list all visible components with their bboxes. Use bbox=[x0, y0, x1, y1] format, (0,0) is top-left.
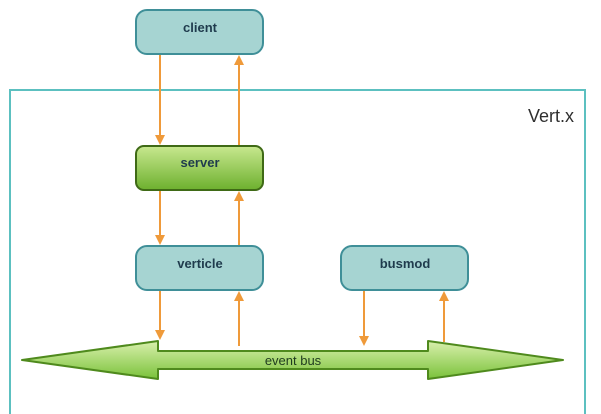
vertx-container bbox=[9, 89, 586, 414]
event-bus-label: event bus bbox=[265, 353, 322, 368]
server-label: server bbox=[180, 155, 219, 170]
client-label: client bbox=[183, 20, 218, 35]
event-bus bbox=[21, 340, 564, 380]
busmod-label: busmod bbox=[380, 256, 431, 271]
client-node: client bbox=[135, 9, 264, 55]
verticle-label: verticle bbox=[177, 256, 223, 271]
busmod-node: busmod bbox=[340, 245, 469, 291]
verticle-node: verticle bbox=[135, 245, 264, 291]
server-node: server bbox=[135, 145, 264, 191]
vertx-container-label: Vert.x bbox=[528, 106, 574, 126]
